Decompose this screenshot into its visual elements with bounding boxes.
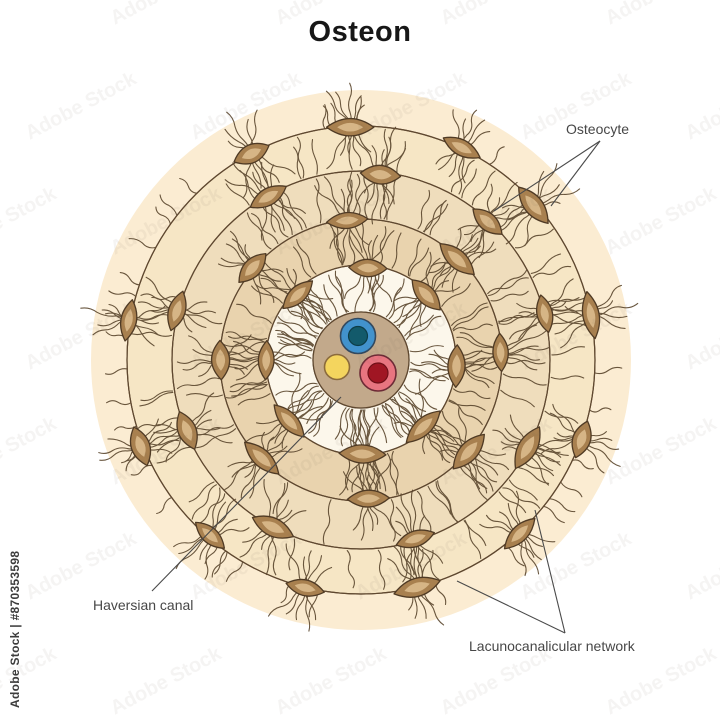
adobe-stock-id-watermark: Adobe Stock | #870353598 [8,550,22,708]
leader-osteocyte-2 [550,140,601,207]
osteocyte-cell [119,299,138,342]
osteocyte-cell [503,517,536,550]
osteocyte-cell [359,164,402,185]
osteocyte-cell [518,186,549,225]
leader-lacuno-2 [456,580,566,634]
osteocyte-cell [129,426,152,467]
osteocyte-cell [472,208,503,235]
osteocyte-cell [325,117,375,137]
haversian-canal [312,311,410,409]
osteocyte-cell [395,529,436,549]
osteocyte-cell [325,211,369,230]
osteocyte-cell [452,433,485,470]
osteocyte-cell [514,426,541,470]
osteocyte-cell [210,339,231,381]
label-osteocyte: Osteocyte [566,121,630,137]
osteocytes [119,117,601,598]
vein-vessel [339,317,377,355]
osteocyte-cell [581,290,601,340]
osteocyte-cell [442,136,481,159]
osteocyte-cell [492,332,509,373]
osteocyte-cell [238,252,267,284]
osteocyte-cell [393,576,441,598]
diagram-title: Osteon [308,16,412,48]
osteocyte-cell [405,410,441,444]
lamella-2-outline [171,170,551,550]
artery-vessel [359,354,397,392]
osteocyte-cell [257,339,275,381]
osteocyte-cell [535,294,554,334]
label-lacunocanalicular-network: Lacunocanalicular network [469,638,635,654]
osteocyte-cell [251,515,295,539]
osteocyte-cell [346,489,391,508]
label-haversian-canal: Haversian canal [93,597,194,613]
osteocyte-cell [282,280,314,310]
osteocyte-cell [571,420,592,459]
osteocyte-cell [176,411,198,450]
nerve-vessel [323,353,351,381]
osteocyte-cell [338,444,387,464]
osteocyte-cell [439,243,475,276]
leader-haversian [151,396,342,592]
osteocyte-cell [285,578,325,597]
osteocyte-cell [411,279,441,311]
osteocyte-cell [194,521,226,549]
osteocyte-cell [167,290,187,332]
osteocyte-cell [233,142,270,165]
osteocyte-cell [348,258,388,278]
leader-lacuno-1 [534,509,566,634]
leader-osteocyte-1 [493,140,601,212]
leader-lines [151,140,601,634]
osteocyte-cell [273,404,305,438]
osteocyte-cell [249,185,287,209]
osteocyte-cell [243,441,280,475]
osteocyte-cell [447,344,466,388]
